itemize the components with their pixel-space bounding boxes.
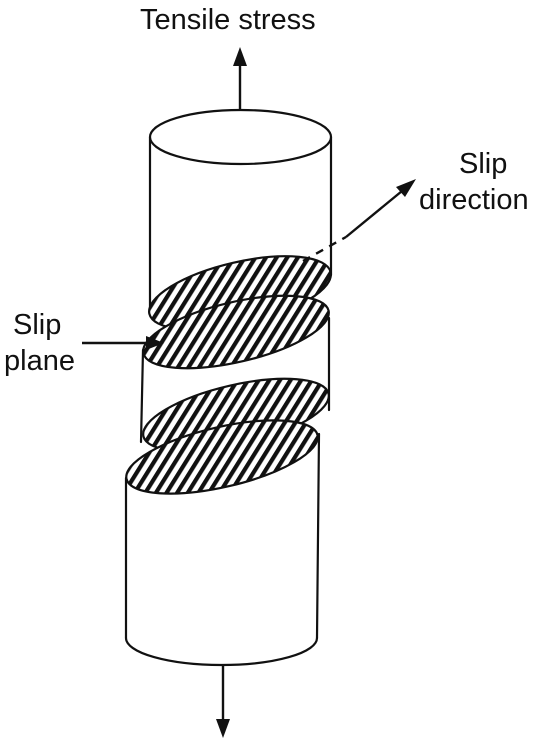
middle-cylinder-left-edge [139,348,145,444]
middle-cylinder [139,294,331,453]
tensile-stress-arrow-bottom [216,664,230,738]
upper-cylinder-top-face [148,108,333,166]
lower-cylinder-right-edge [315,432,321,640]
slip-direction-label-line1: Slip [459,148,508,180]
slip-direction-label-line2: direction [419,184,529,216]
lower-cylinder-bottom-arc [124,636,319,667]
upper-cylinder [148,108,333,310]
slip-plane-label-line1: Slip [13,309,62,341]
slip-plane-label-line2: plane [4,345,75,377]
slip-direction-arrow [302,179,416,263]
lower-cylinder [124,419,321,667]
tensile-stress-label: Tensile stress [140,4,316,36]
slip-plane-pointer-arrow [82,336,164,350]
